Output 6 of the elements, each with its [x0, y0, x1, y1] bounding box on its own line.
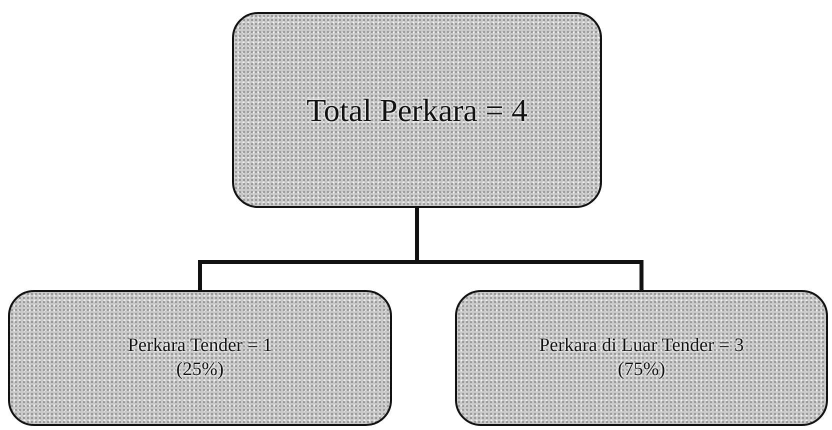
- box-text: Perkara di Luar Tender = 3 (75%): [538, 334, 745, 382]
- box-text: Perkara Tender = 1 (25%): [126, 334, 274, 382]
- rounded-box: [8, 290, 392, 426]
- rounded-box: [455, 290, 828, 426]
- rounded-box: [232, 12, 602, 208]
- box-text: Total Perkara = 4: [306, 91, 528, 130]
